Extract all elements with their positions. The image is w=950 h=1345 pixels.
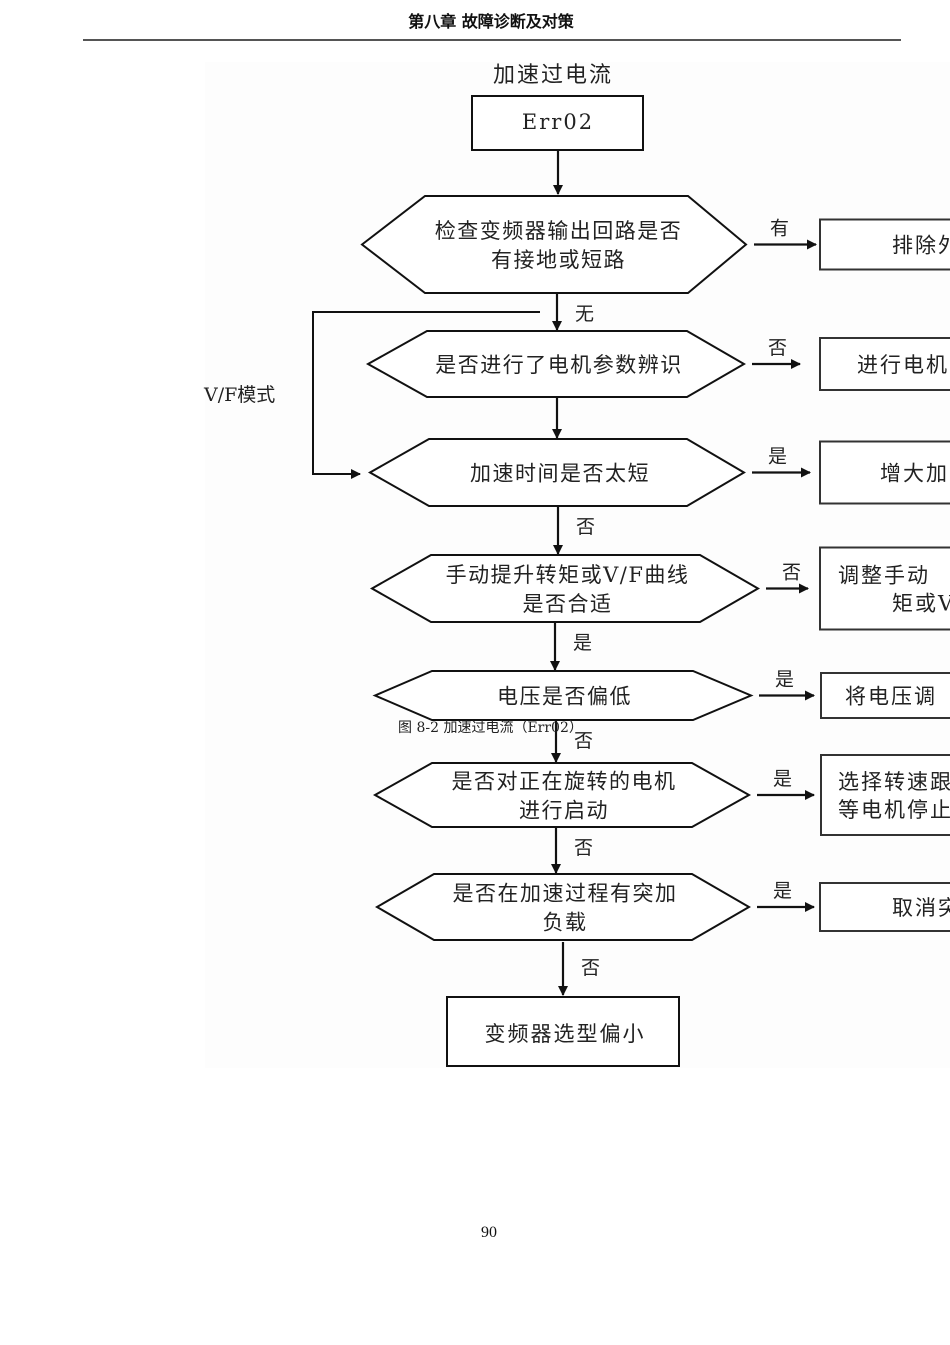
- decision-text: 进行启动: [519, 799, 609, 823]
- action-box: [819, 218, 950, 271]
- decision-text: 是否对正在旋转的电机: [452, 770, 677, 794]
- decision-text: 有接地或短路: [491, 248, 626, 272]
- branch-label-right: 否: [768, 337, 787, 359]
- decision-text: 负载: [543, 911, 588, 935]
- branch-label-down: 否: [576, 516, 595, 538]
- branch-label-right: 是: [773, 880, 792, 902]
- decision-text: 手动提升转矩或V/F曲线: [446, 563, 690, 587]
- branch-label-down: 是: [573, 632, 592, 654]
- decision-text: 电压是否偏低: [497, 685, 632, 709]
- decision-hexagon: [365, 330, 746, 398]
- branch-label-right: 是: [773, 768, 792, 790]
- page-number: 90: [481, 1224, 497, 1241]
- action-text: 将电压调: [845, 685, 937, 709]
- decision-hexagon: [367, 438, 746, 507]
- start-box-label: Err02: [522, 110, 594, 134]
- chapter-header: 第八章 故障诊断及对策: [408, 12, 574, 31]
- action-box: [819, 882, 950, 932]
- action-box: [819, 546, 950, 631]
- vf-mode-label: V/F模式: [203, 384, 275, 406]
- decision-hexagon: [360, 195, 748, 294]
- start-box-err02: Err02: [471, 95, 644, 151]
- action-text: 选择转速跟: [838, 770, 950, 794]
- end-box-label: 变频器选型偏小: [485, 1022, 646, 1046]
- branch-label-down: 无: [575, 303, 594, 325]
- action-text: 取消突: [892, 896, 950, 920]
- action-text: 进行电机: [857, 353, 949, 377]
- branch-label-right: 有: [770, 218, 789, 240]
- decision-nodes: 检查变频器输出回路是否有接地或短路有排除外无是否进行了电机参数辨识否进行电机加速…: [360, 195, 950, 979]
- vf-mode-loop-line: [312, 311, 540, 479]
- header-divider: [83, 39, 901, 41]
- branch-label-down: 否: [574, 837, 593, 859]
- vf-mode-bypass: V/F模式: [203, 311, 540, 479]
- action-text: 调整手动: [838, 564, 930, 588]
- decision-hexagon: [372, 670, 754, 721]
- branch-label-right: 是: [775, 669, 794, 691]
- action-text: 排除外: [892, 234, 950, 258]
- branch-label-down: 否: [581, 957, 600, 979]
- action-text: 等电机停止: [838, 798, 950, 822]
- decision-hexagon: [372, 762, 752, 828]
- branch-label-right: 否: [782, 562, 801, 584]
- action-box: [820, 754, 950, 836]
- branch-label-down: 否: [574, 730, 593, 752]
- decision-text: 是否在加速过程有突加: [453, 882, 678, 906]
- action-text: 增大加: [880, 462, 949, 486]
- flowchart-title: 加速过电流: [493, 63, 613, 88]
- action-box: [820, 672, 950, 719]
- decision-text: 是否合适: [523, 592, 613, 616]
- decision-text: 是否进行了电机参数辨识: [435, 353, 683, 377]
- action-box: [819, 337, 950, 391]
- decision-hexagon: [369, 554, 760, 623]
- end-box-inverter-undersized: 变频器选型偏小: [446, 942, 680, 1067]
- branch-label-right: 是: [768, 446, 787, 468]
- action-text: 矩或V: [892, 592, 950, 616]
- figure-caption: 图 8-2 加速过电流（Err02）: [398, 720, 583, 736]
- action-box: [819, 440, 950, 505]
- decision-text: 检查变频器输出回路是否: [435, 219, 683, 243]
- decision-hexagon: [375, 873, 751, 941]
- decision-text: 加速时间是否太短: [470, 462, 650, 486]
